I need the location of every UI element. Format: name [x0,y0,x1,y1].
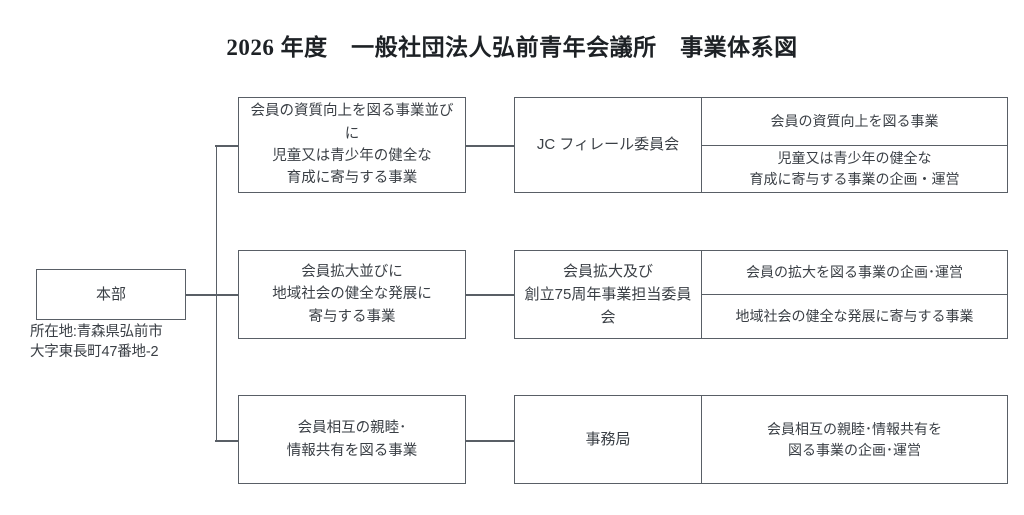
connector-branch-row-1 [215,145,239,147]
committee-box-row-3: 事務局 [514,395,702,484]
detail-group-row-3: 会員相互の親睦･情報共有を 図る事業の企画･運営 [701,395,1008,484]
committee-box-row-1: JC フィレール委員会 [514,97,702,193]
connector-business-committee-3 [466,440,514,442]
connector-business-committee-2 [466,294,514,296]
business-box-row-1: 会員の資質向上を図る事業並びに 児童又は青少年の健全な 育成に寄与する事業 [238,97,466,193]
connector-branch-row-2 [215,294,239,296]
page-title: 2026 年度 一般社団法人弘前青年会議所 事業体系図 [226,35,798,60]
committee-box-row-2: 会員拡大及び 創立75周年事業担当委員会 [514,250,702,339]
detail-cell: 会員の資質向上を図る事業 [770,112,939,129]
detail-cell: 児童又は青少年の健全な 育成に寄与する事業の企画・運営 [702,144,1007,193]
detail-cell: 会員の拡大を図る事業の企画･運営 [746,264,963,280]
root-node-headquarters: 本部 [36,269,186,320]
detail-cell: 地域社会の健全な発展に寄与する事業 [702,294,1007,338]
business-box-row-2: 会員拡大並びに 地域社会の健全な発展に 寄与する事業 [238,250,466,339]
connector-business-committee-1 [466,145,514,147]
root-address: 所在地:青森県弘前市 大字東長町47番地-2 [30,324,163,360]
detail-cell: 会員相互の親睦･情報共有を 図る事業の企画･運営 [767,420,942,458]
business-box-row-3: 会員相互の親睦･ 情報共有を図る事業 [238,395,466,484]
detail-group-row-2: 会員の拡大を図る事業の企画･運営 地域社会の健全な発展に寄与する事業 [701,250,1008,339]
detail-group-row-1: 会員の資質向上を図る事業 児童又は青少年の健全な 育成に寄与する事業の企画・運営 [701,97,1008,193]
connector-branch-row-3 [215,440,239,442]
connector-root-stub [186,294,217,296]
connector-trunk [215,145,217,441]
